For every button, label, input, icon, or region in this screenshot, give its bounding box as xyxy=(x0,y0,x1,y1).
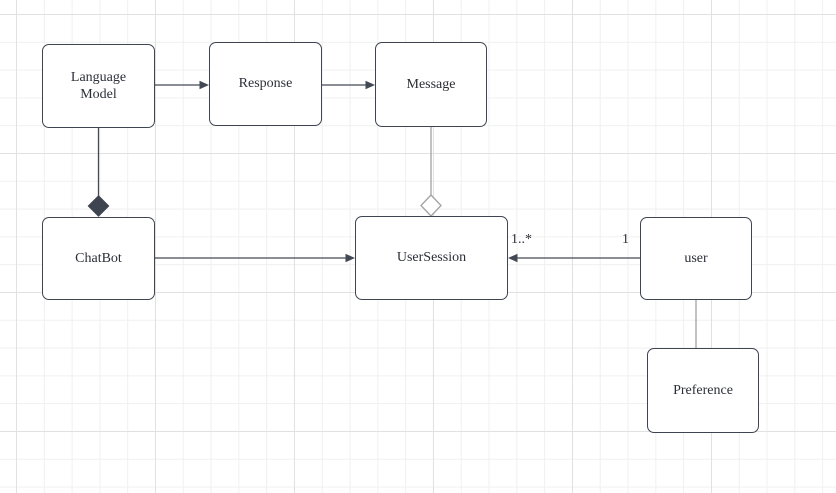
node-user[interactable]: user xyxy=(640,217,752,300)
node-label: Response xyxy=(238,76,293,92)
arrowhead-icon xyxy=(345,253,355,263)
edge-user-to-user-session[interactable] xyxy=(508,253,640,263)
arrowhead-icon xyxy=(508,253,518,263)
node-label: user xyxy=(684,250,708,266)
open-diamond-icon xyxy=(420,194,442,217)
edge-chatbot-to-user-session[interactable] xyxy=(155,253,355,263)
node-language-model[interactable]: Language Model xyxy=(42,44,155,128)
arrowhead-icon xyxy=(199,80,209,90)
node-label: Language Model xyxy=(70,69,127,103)
node-response[interactable]: Response xyxy=(209,42,322,126)
edge-response-to-message[interactable] xyxy=(322,80,375,90)
edge-message-to-user-session[interactable] xyxy=(420,127,442,217)
node-label: Preference xyxy=(673,382,733,398)
multiplicity-label-target[interactable]: 1..* xyxy=(511,232,532,247)
node-label: Message xyxy=(406,76,456,92)
node-preference[interactable]: Preference xyxy=(647,348,759,433)
multiplicity-label-source[interactable]: 1 xyxy=(622,232,629,247)
node-label: ChatBot xyxy=(75,250,122,266)
edge-language-model-to-response[interactable] xyxy=(155,80,209,90)
filled-diamond-icon xyxy=(87,195,110,217)
node-user-session[interactable]: UserSession xyxy=(355,216,508,300)
node-chatbot[interactable]: ChatBot xyxy=(42,217,155,300)
node-message[interactable]: Message xyxy=(375,42,487,127)
arrowhead-icon xyxy=(365,80,375,90)
node-label: UserSession xyxy=(396,250,467,266)
edge-language-model-to-chatbot[interactable] xyxy=(87,128,110,217)
